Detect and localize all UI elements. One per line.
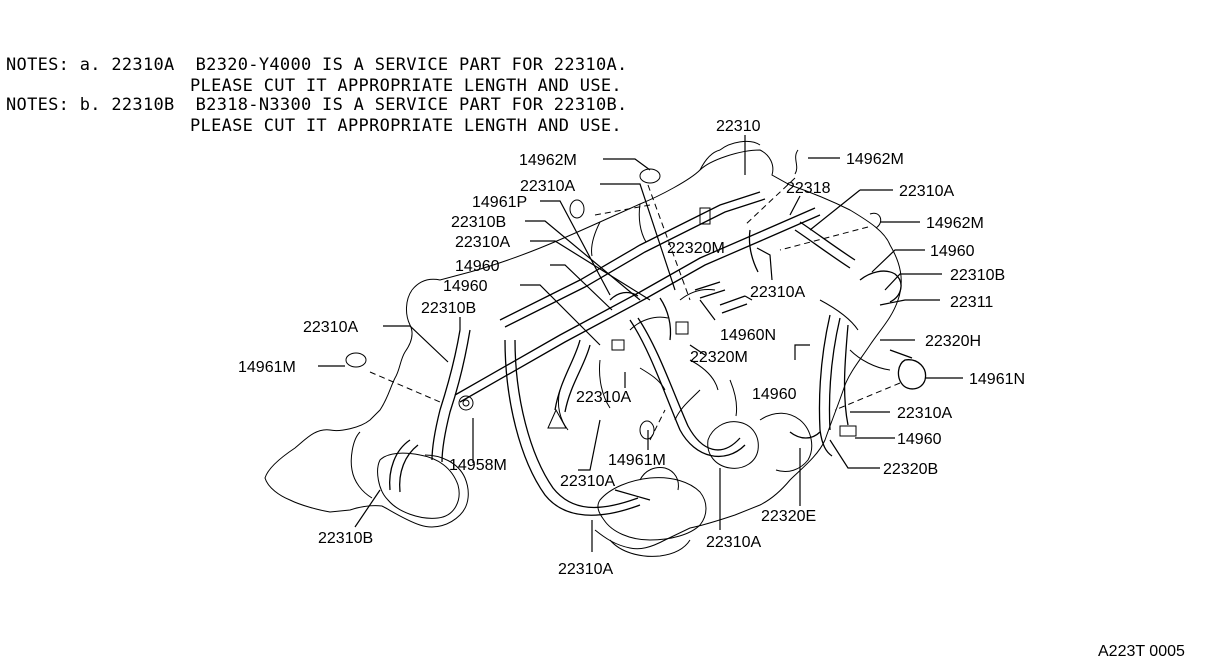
label-14962M-c: 14962M: [926, 215, 984, 232]
label-14960-b: 14960: [455, 258, 500, 275]
label-14961P: 14961P: [472, 194, 527, 211]
label-22310B-d: 22310B: [318, 530, 373, 547]
label-14960-d: 14960: [752, 386, 797, 403]
label-22310B-b: 22310B: [950, 267, 1005, 284]
label-22310-top: 22310: [716, 118, 761, 135]
label-14960-c: 14960: [443, 278, 488, 295]
label-22310A-b: 22310A: [899, 183, 954, 200]
part-labels: 22310 14962M 14962M 22310A 22318 22310A …: [238, 118, 1185, 660]
label-22310A-g: 22310A: [897, 405, 952, 422]
fittings: [345, 149, 882, 440]
label-22310B-c: 22310B: [421, 300, 476, 317]
label-22311: 22311: [950, 294, 993, 311]
label-14961N: 14961N: [969, 371, 1025, 388]
label-22318: 22318: [786, 180, 831, 197]
note-b-line2: PLEASE CUT IT APPROPRIATE LENGTH AND USE…: [190, 116, 622, 136]
label-22320M-a: 22320M: [667, 240, 725, 257]
label-14962M-a: 14962M: [519, 152, 577, 169]
label-22320H: 22320H: [925, 333, 981, 350]
label-14961M-b: 14961M: [608, 452, 666, 469]
label-22310A-a: 22310A: [520, 178, 575, 195]
label-22320M-b: 22320M: [690, 349, 748, 366]
label-22310A-i: 22310A: [706, 534, 761, 551]
label-22310A-e: 22310A: [303, 319, 358, 336]
label-14962M-b: 14962M: [846, 151, 904, 168]
label-22320B: 22320B: [883, 461, 938, 478]
leader-lines: [318, 135, 963, 552]
reference-lines: [369, 177, 901, 441]
note-a-line2: PLEASE CUT IT APPROPRIATE LENGTH AND USE…: [190, 76, 622, 96]
label-22310A-c: 22310A: [455, 234, 510, 251]
label-14961M-a: 14961M: [238, 359, 296, 376]
hose-lines: [389, 191, 927, 516]
label-14958M: 14958M: [449, 457, 507, 474]
label-22310B-a: 22310B: [451, 214, 506, 231]
label-22310A-h: 22310A: [560, 473, 615, 490]
diagram-code: A223T 0005: [1098, 643, 1185, 660]
note-a-line1: NOTES: a. 22310A B2320-Y4000 IS A SERVIC…: [6, 55, 628, 75]
label-14960N: 14960N: [720, 327, 776, 344]
label-22310A-j: 22310A: [558, 561, 613, 578]
label-14960-a: 14960: [930, 243, 975, 260]
label-22310A-d: 22310A: [750, 284, 805, 301]
label-14960-e: 14960: [897, 431, 942, 448]
note-b-line1: NOTES: b. 22310B B2318-N3300 IS A SERVIC…: [6, 95, 628, 115]
label-22310A-f: 22310A: [576, 389, 631, 406]
label-22320E: 22320E: [761, 508, 816, 525]
